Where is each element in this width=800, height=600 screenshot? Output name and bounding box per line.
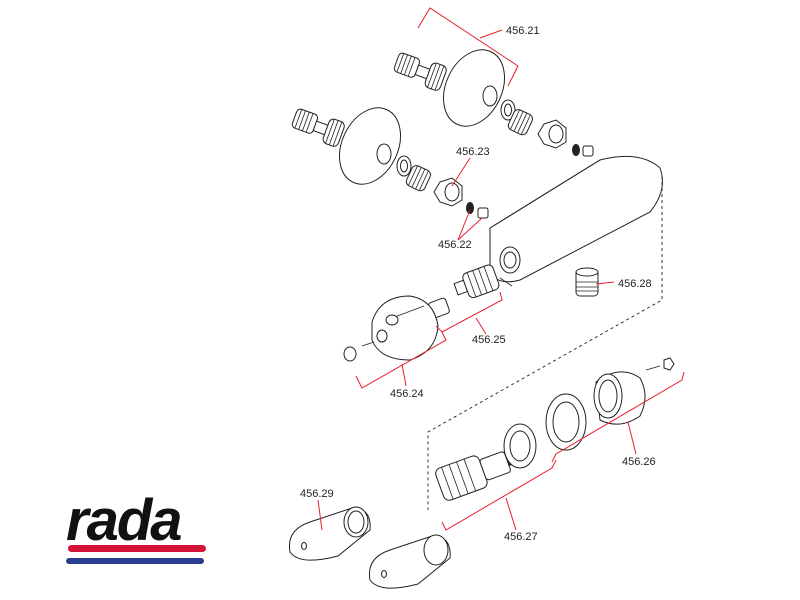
rada-logo-text: rada	[66, 488, 181, 553]
logo-stripe-blue	[66, 558, 204, 564]
temperature-handle	[545, 357, 675, 451]
part-label-456-24: 456.24	[390, 388, 424, 400]
part-label-456-26: 456.26	[622, 456, 656, 468]
outlet-adaptor	[575, 267, 599, 297]
inlet-elbow-lower	[291, 107, 489, 219]
part-label-456-29: 456.29	[300, 488, 334, 500]
part-label-456-28: 456.28	[618, 278, 652, 290]
flow-handle	[343, 295, 439, 362]
part-label-456-21: 456.21	[506, 25, 540, 37]
valve-body	[489, 155, 663, 287]
leader-lines	[317, 7, 685, 531]
flow-cartridge	[428, 264, 500, 319]
part-label-456-22: 456.22	[438, 239, 472, 251]
rada-logo: rada	[66, 488, 206, 564]
inlet-elbow-upper	[393, 49, 594, 157]
wall-plates	[288, 506, 451, 589]
part-label-456-25: 456.25	[472, 334, 506, 346]
part-label-456-23: 456.23	[456, 146, 490, 158]
part-label-456-27: 456.27	[504, 531, 538, 543]
logo-stripe-red	[68, 545, 206, 552]
thermostatic-cartridge	[435, 423, 537, 501]
